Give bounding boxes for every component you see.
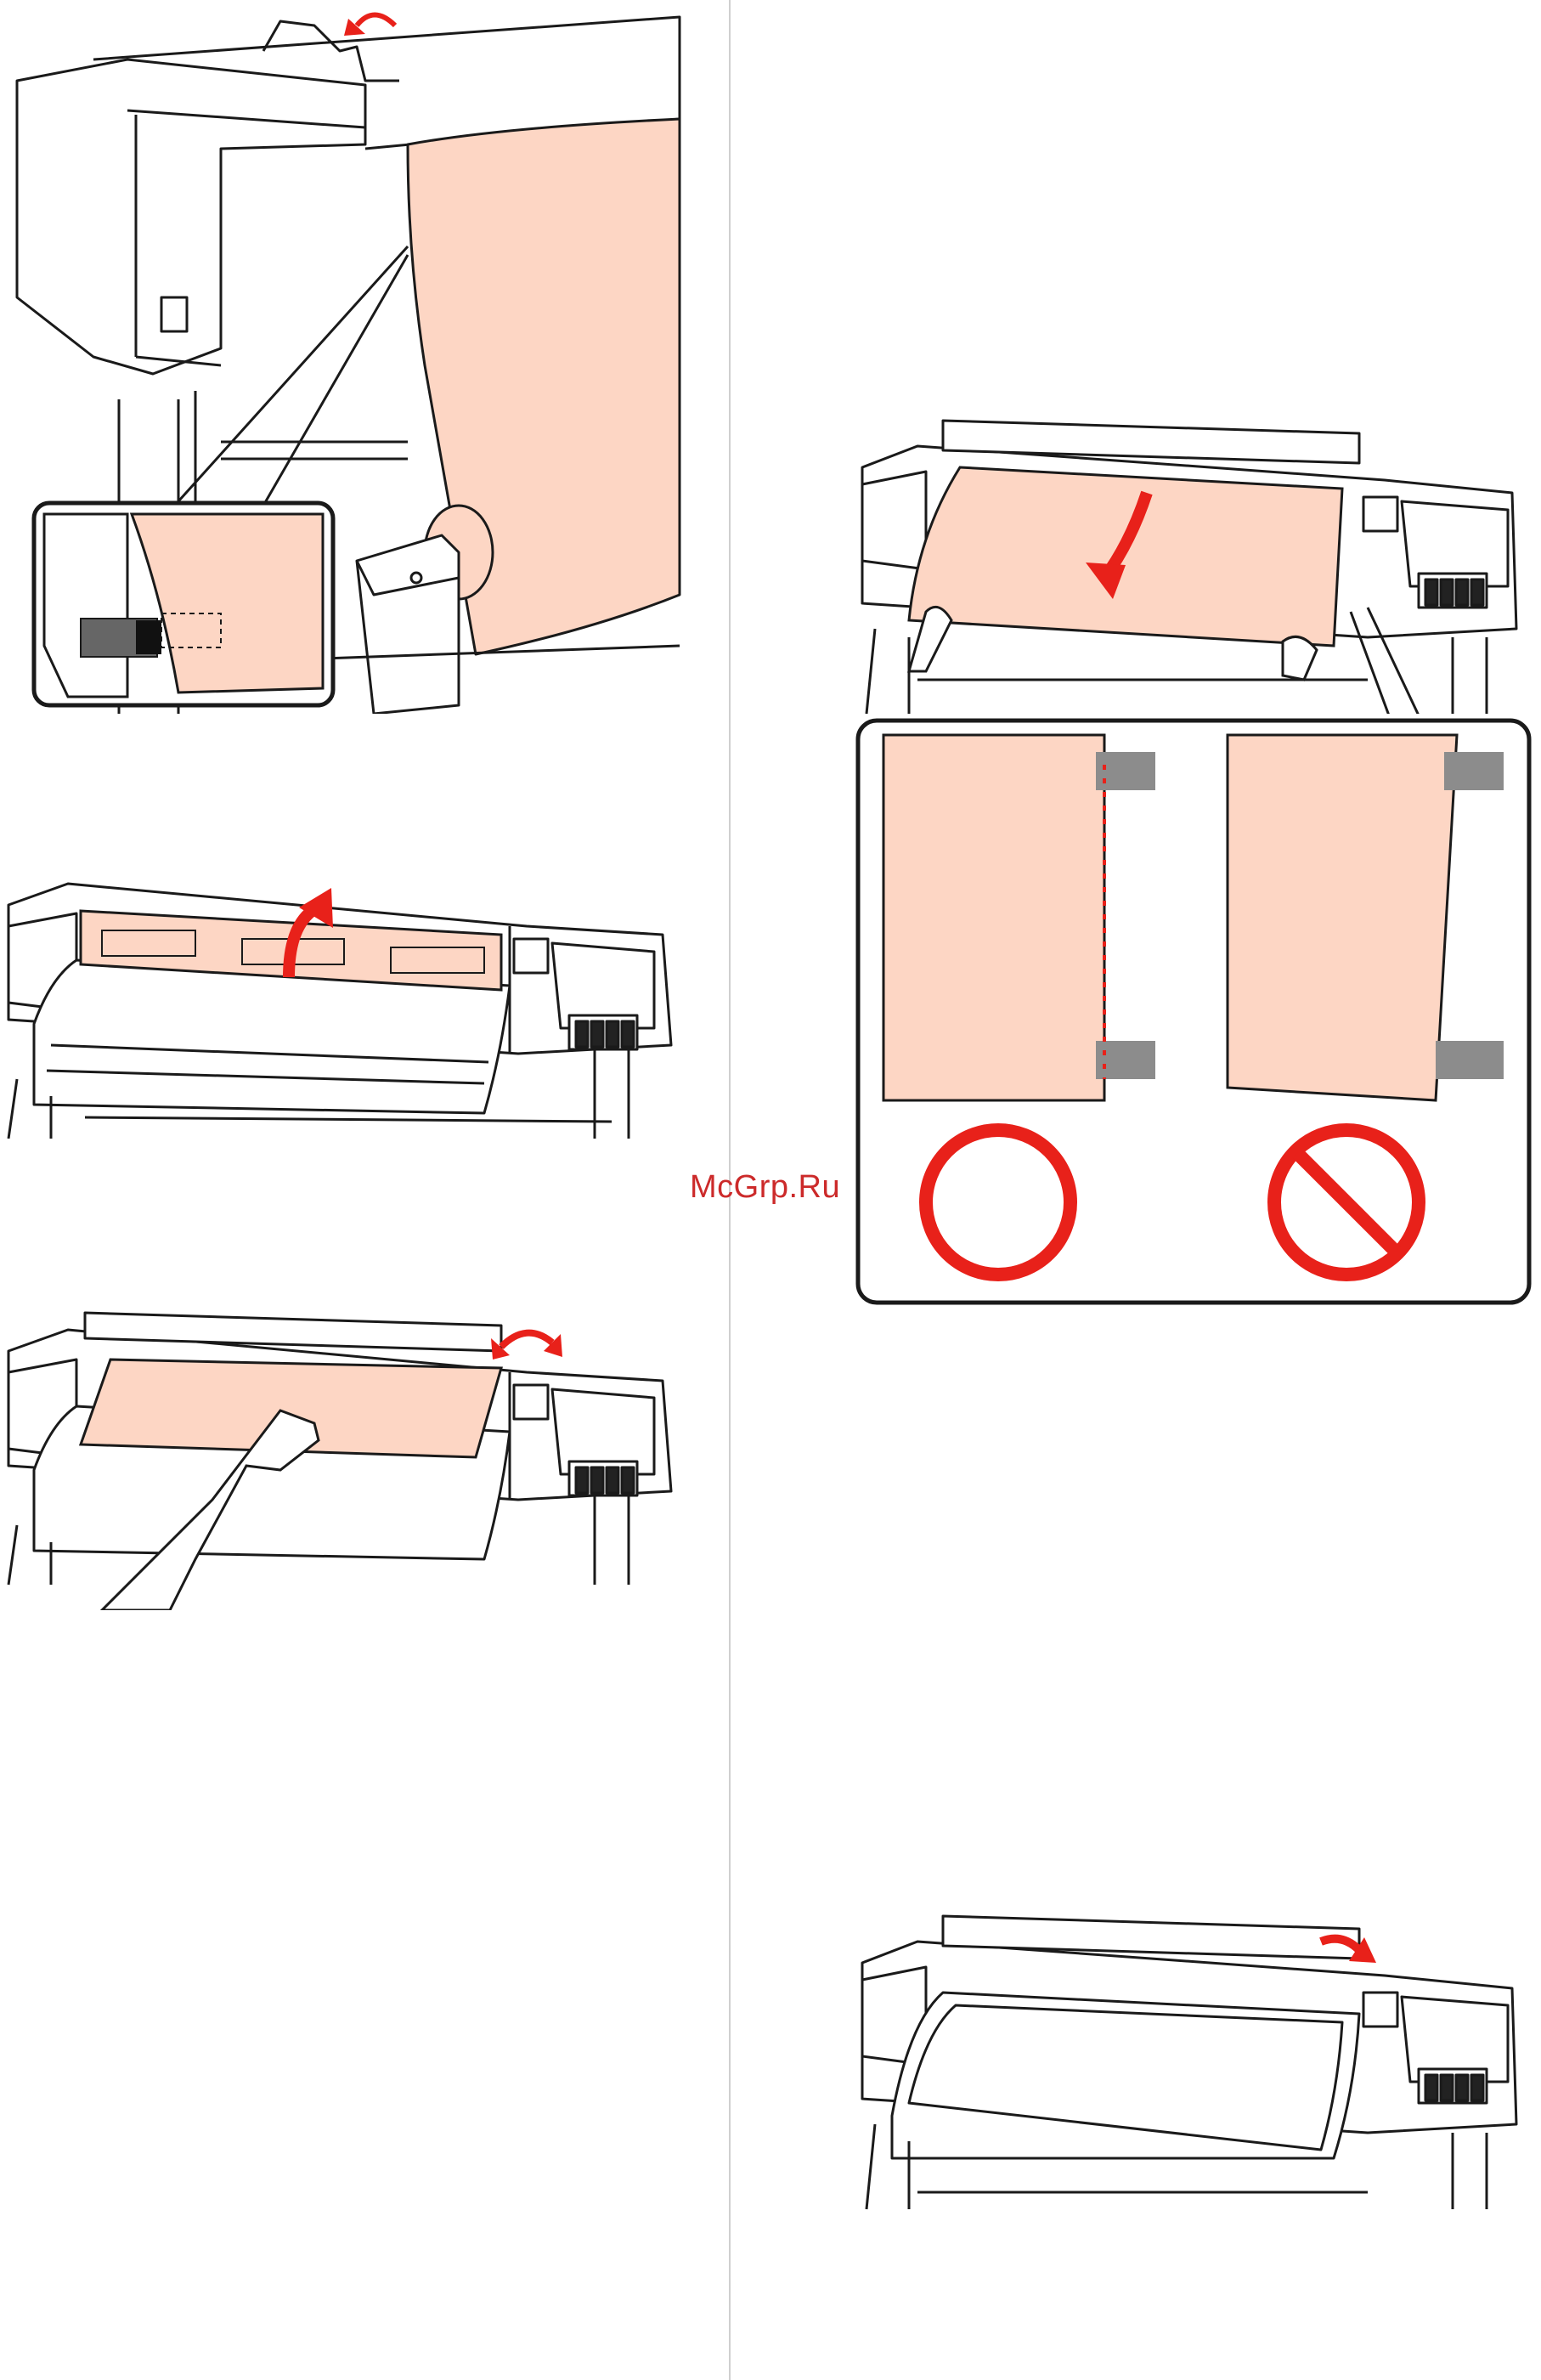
figure-paper-sensor-closeup <box>0 0 688 714</box>
watermark-text: McGrp.Ru <box>690 1169 840 1206</box>
edge-alignment-panel <box>850 714 1538 1309</box>
closeup-inset <box>34 503 333 705</box>
figure-media-edge-alignment <box>850 714 1538 1309</box>
printer-front-cover-illustration <box>0 858 680 1139</box>
figure-smooth-media <box>0 1304 680 1610</box>
figure-lower-load-lever <box>858 1912 1521 2218</box>
printer-lever-down-illustration <box>858 1912 1521 2218</box>
figure-lift-front-cover <box>0 858 680 1139</box>
printer-pull-media-illustration <box>858 416 1521 714</box>
printer-smooth-media-illustration <box>0 1304 680 1610</box>
printer-side-illustration <box>0 0 688 714</box>
figure-pull-media-down <box>858 416 1521 714</box>
